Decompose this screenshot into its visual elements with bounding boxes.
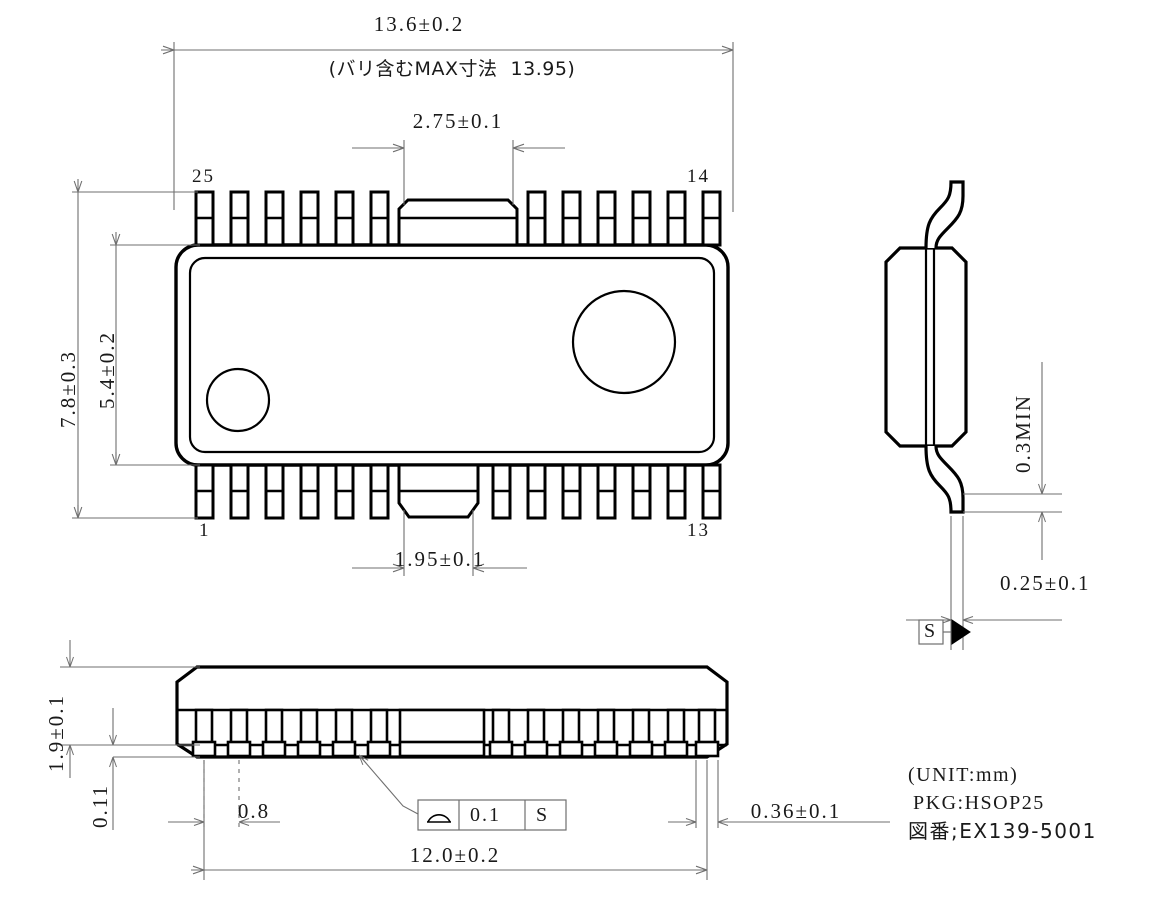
front-view-dimensions xyxy=(60,640,890,880)
dim-front-standoff: 0.11 xyxy=(88,784,112,828)
front-view-geometry xyxy=(175,665,729,759)
dim-body-height: 5.4±0.2 xyxy=(95,330,119,409)
pin-label-25: 25 xyxy=(192,166,215,187)
dim-lead-pitch: 0.8 xyxy=(237,799,271,823)
datum-s-side xyxy=(918,619,971,645)
dim-overall-width-note: (バリ含むMAX寸法 13.95) xyxy=(328,58,576,80)
top-view-dimensions xyxy=(72,42,734,576)
dim-overall-height: 7.8±0.3 xyxy=(56,349,80,428)
pin-label-13: 13 xyxy=(687,520,710,541)
dim-lead-span: 12.0±0.2 xyxy=(409,843,501,867)
small-boss-circle xyxy=(205,367,271,433)
dim-tab-top-width: 2.75±0.1 xyxy=(412,109,504,133)
dim-tab-bottom-width: 1.95±0.1 xyxy=(394,547,486,571)
large-boss-circle xyxy=(571,289,677,395)
feature-control-frame xyxy=(417,799,567,831)
dim-lead-thickness: 0.25±0.1 xyxy=(1000,571,1091,595)
top-view-geometry xyxy=(174,190,730,520)
dim-front-body-height: 1.9±0.1 xyxy=(44,693,68,772)
dim-overall-width: 13.6±0.2 xyxy=(373,12,465,36)
side-view-geometry xyxy=(884,180,968,514)
dim-lead-width: 0.36±0.1 xyxy=(750,799,842,823)
fcf-tolerance: 0.1 xyxy=(470,804,501,826)
datum-label-s-side: S xyxy=(924,620,938,642)
title-block-unit: (UNIT:mm) xyxy=(908,764,1019,786)
title-block-drawing-no: 図番;EX139-5001 xyxy=(908,819,1097,843)
top-heat-tab xyxy=(397,198,519,247)
side-view-dimensions xyxy=(906,362,1062,650)
pin-label-1: 1 xyxy=(199,520,211,541)
front-view-exposed-tab xyxy=(398,708,486,746)
fcf-datum: S xyxy=(536,804,550,826)
pin-label-14: 14 xyxy=(687,166,710,187)
profile-of-a-surface-icon xyxy=(427,814,451,823)
title-block-package: PKG:HSOP25 xyxy=(913,792,1045,814)
dim-standoff-min: 0.3MIN xyxy=(1011,393,1035,473)
